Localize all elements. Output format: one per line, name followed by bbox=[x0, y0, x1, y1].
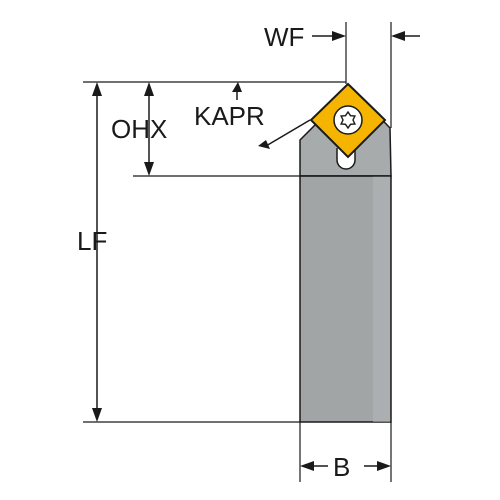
screw-outer bbox=[333, 105, 363, 135]
kapr-label: KAPR bbox=[194, 101, 265, 131]
wf-dimension bbox=[312, 31, 420, 41]
lf-label: LF bbox=[77, 226, 107, 256]
ohx-dimension bbox=[144, 82, 154, 176]
screw-torx-star bbox=[339, 110, 357, 130]
torx-screw-icon bbox=[333, 105, 363, 135]
b-label: B bbox=[333, 452, 350, 482]
shank-highlight bbox=[373, 176, 390, 422]
ohx-label: OHX bbox=[111, 114, 167, 144]
wf-label: WF bbox=[264, 22, 304, 52]
cutting-insert bbox=[309, 82, 387, 159]
b-dimension bbox=[300, 461, 391, 471]
kapr-angle-marks bbox=[232, 82, 311, 149]
tool-holder bbox=[299, 82, 392, 423]
extension-lines bbox=[83, 22, 392, 482]
lf-dimension bbox=[92, 82, 102, 422]
